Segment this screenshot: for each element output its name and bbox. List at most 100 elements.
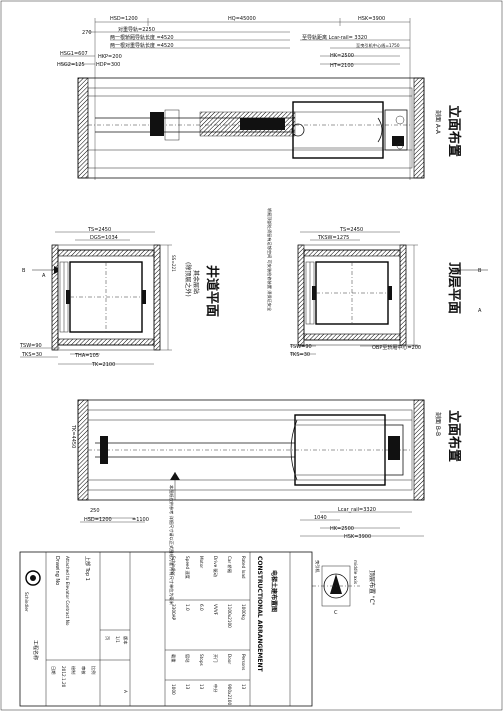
dim-hq: HQ=45000 [228,16,256,22]
drawing-no: Drawing No [54,556,60,585]
dim-hdp: HDP=300 [96,62,120,68]
plan-right-ts: TS=2450 [339,227,363,233]
svg-text:日期: 日期 [50,666,56,674]
dim-traction-center: 至曳引机中心线=1750 [356,42,400,49]
dim-hsg2: HSG2=125 [57,62,85,68]
title-block: Schindler 工程名称 Drawing No Attached to El… [19,551,313,707]
svg-text:Persons: Persons [241,654,246,670]
plan-right-title: 顶层平面 [446,262,461,314]
svg-text:绘制: 绘制 [70,666,77,674]
svg-text:层站: 层站 [184,654,191,662]
svg-text:Door: Door [227,654,232,664]
elev-top-subtitle: 剖面 A-A [434,110,442,135]
dim-hsg1: HSG1=607 [60,51,88,57]
svg-text:开门: 开门 [212,654,219,662]
plan-left-subtitle-a: 其余层站 [192,270,200,294]
detail-note-b: 曳引机 [314,560,321,573]
main-title-cn: 电梯土建布置图 [270,570,278,612]
svg-text:900x2100: 900x2100 [227,684,232,705]
spec-table: Schindler 3300AP 载重 1000 Speed 速度 1.0 层站… [170,556,246,705]
plan-dgs: DGS=1034 [90,235,118,241]
elev-bottom-subtitle: 剖面 B-B [434,412,442,436]
svg-text:页: 页 [104,636,110,640]
svg-text:Motor: Motor [199,556,204,568]
plan-left-subtitle-b: (除顶层之外) [184,262,192,297]
svg-text:审核: 审核 [80,666,87,675]
plan-tk: TK=2100 [91,362,115,368]
drawing-date: 2012.1.20 [61,666,66,688]
svg-text:Stops: Stops [199,654,204,666]
plan-tsw: TSW=90 [19,343,42,349]
elev-bottom-250: 250 [90,508,100,514]
dim-lcar-rail: 至导轨距离 Lcar-rail= 3320 [302,34,367,41]
plan-ts: TS=2450 [87,227,111,233]
svg-text:1000kg: 1000kg [241,604,246,620]
svg-text:载重: 载重 [170,654,177,662]
project-label: 工程名称 [32,640,39,660]
footer-cells: 日期 2012.1.20 绘制 审核 比例 页 1/1 版本 A [50,636,129,693]
detail-c: 顶层布置 "C" middle axis 曳引机 C [312,560,376,616]
elev-bottom-title: 立面布置 [446,410,462,462]
plan-right-tksw: TKSW=1275 [317,235,349,241]
svg-text:13: 13 [185,684,190,690]
svg-text:VVVF: VVVF [213,604,218,616]
plan-right-section-b: B [478,268,482,274]
elev-bottom-hsd: HSD=1200 [84,517,112,523]
plan-right-tsw: TSW=90 [289,344,312,350]
svg-text:1000: 1000 [171,684,176,695]
elevation-section-bb: TK=4450 250 HSD=1200 =1100 Lcar_rail=332… [70,399,462,606]
dim-ht: HT=2100 [330,63,354,69]
elevation-section-aa: HSD=1200 HQ=45000 HSK=3900 270 对重导轨=2250… [57,16,462,180]
svg-text:版本: 版本 [122,636,129,645]
plan-left-section-b: B [22,268,26,274]
svg-text:Drive 驱动: Drive 驱动 [212,556,219,577]
dim-hk: HK=2500 [330,53,354,59]
elev-bottom-note: 本图纸仅供参考 详细尺寸请以正式图纸为准 所有尺寸单位为毫米 [168,485,175,606]
sheet-number: 1/1 [115,636,120,643]
plan-tks: TKS=30 [21,352,42,358]
elev-bottom-side: TK=4450 [70,424,76,448]
svg-text:Schindler: Schindler [171,556,176,576]
detail-title: 顶层布置 "C" [368,570,376,606]
dim-rail-a: 两一根轿厢导轨长度 =4520 [110,34,174,41]
svg-text:Car 轿厢: Car 轿厢 [226,556,233,573]
dim-hsk: HSK=3900 [358,16,385,22]
plan-side-dim: SS=221 [171,255,176,272]
elev-bottom-1100: =1100 [132,517,149,523]
plan-right-tks: TKS=30 [289,352,310,358]
plan-view-top-floor: TS=2450 TKSW=1275 轿厢顶部处须留有足够空间 可安装检修装置 须… [266,208,488,358]
svg-text:1.0: 1.0 [185,604,190,611]
elev-bottom-lcar: Lcar_rail=3320 [338,507,376,513]
elev-top-title: 立面布置 [446,105,462,157]
plan-tha: THA=105 [74,353,99,359]
dim-cw-rail: 对重导轨=2250 [118,26,155,33]
side-caption: 上部 Top 1 [84,556,91,581]
plan-left-title: 井道平面 [204,265,220,317]
plan-right-obp: OBP至轿厢中心=200 [372,344,421,351]
logo-text: Schindler [24,592,29,612]
svg-text:6.0: 6.0 [199,604,204,611]
svg-text:13: 13 [241,684,246,690]
svg-text:比例: 比例 [90,666,97,674]
dim-rail-b: 两一根对重导轨长度 =4520 [110,42,174,49]
main-title: CONSTRUCTIONAL ARRANGEMENT [256,556,263,673]
svg-text:Rated load: Rated load [241,556,246,579]
elev-bottom-hsk: HSK=3900 [344,534,371,540]
svg-text:中分: 中分 [212,684,219,693]
svg-text:3300AP: 3300AP [171,604,176,621]
detail-label-c: C [334,610,338,616]
dim-hkp: HKP=200 [98,54,122,60]
svg-text:Speed 速度: Speed 速度 [184,556,191,580]
elev-bottom-1040: 1040 [314,515,327,521]
elev-bottom-hk: HK=2500 [330,526,354,532]
plan-right-section-a: A [478,308,482,314]
plan-view-typical: TS=2450 DGS=1034 B A SS=221 井道平面 其余层站 (除… [19,227,220,368]
dim-hsd: HSD=1200 [110,16,138,22]
dim-270: 270 [82,30,92,36]
plan-left-section-a: A [42,273,46,279]
detail-note-a: middle axis [353,560,358,584]
svg-text:13: 13 [199,684,204,690]
